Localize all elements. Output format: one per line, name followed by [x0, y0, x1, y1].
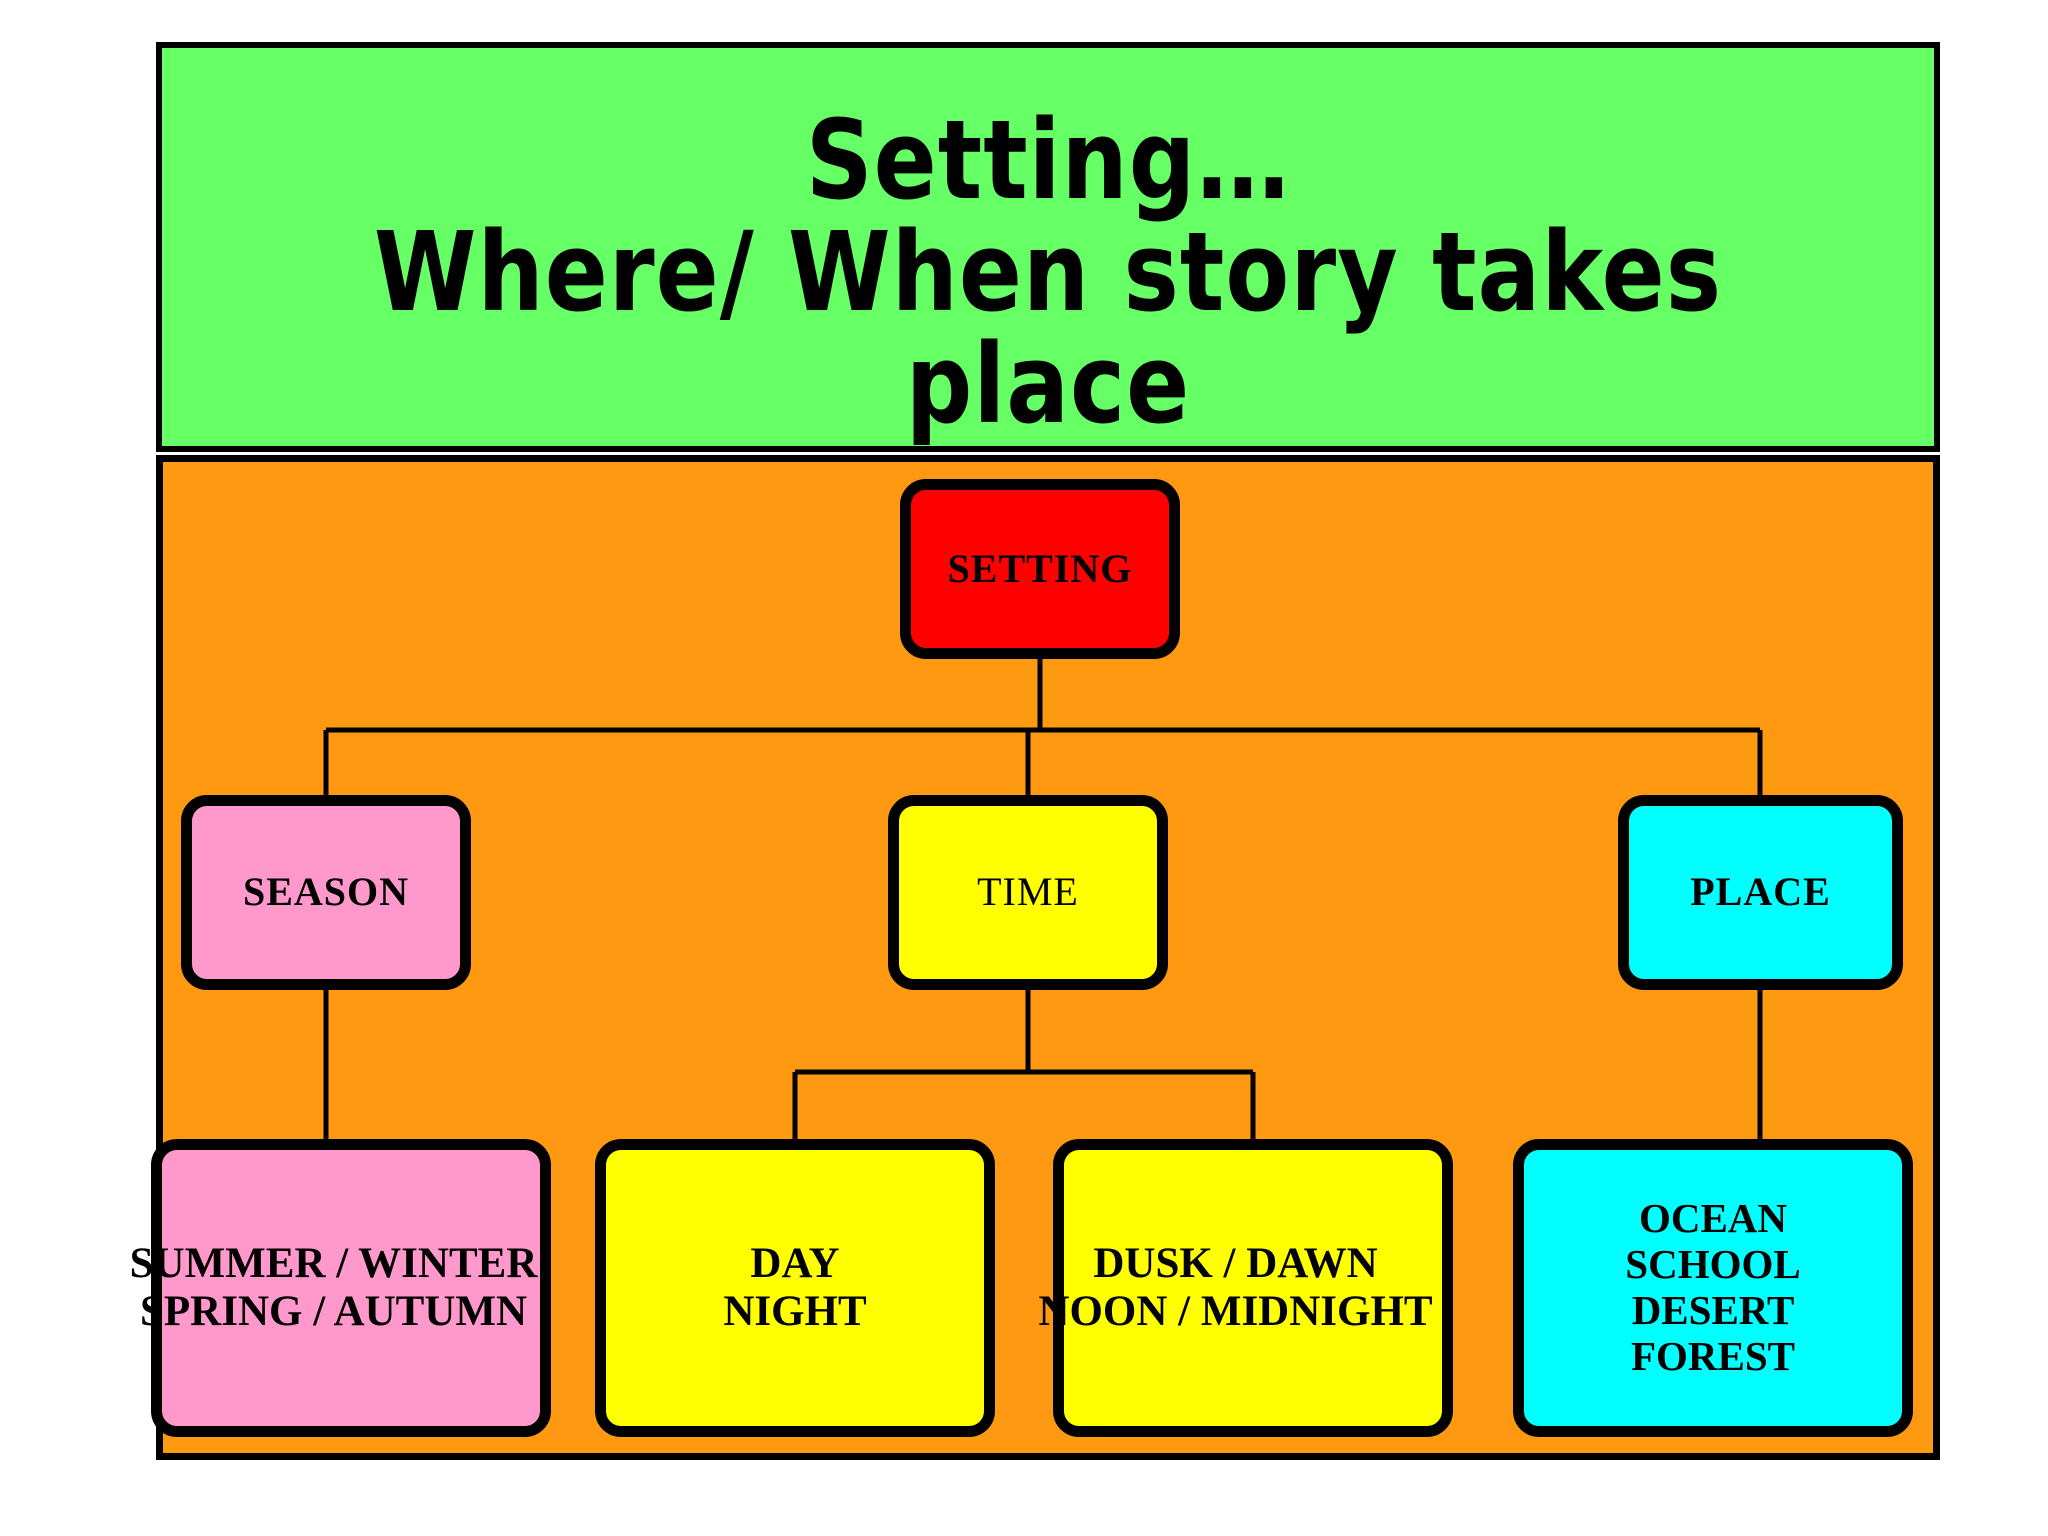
node-place-values-labels: OCEAN SCHOOL DESERT FOREST [1625, 1195, 1801, 1380]
node-setting-label: SETTING [947, 545, 1133, 591]
node-setting[interactable]: SETTING [900, 479, 1180, 659]
place-value-line-4: FOREST [1630, 1332, 1796, 1379]
node-season-values[interactable]: SUMMER / WINTER SPRING / AUTUMN [130, 1139, 551, 1437]
time-day-line-1: DAY [750, 1239, 840, 1287]
title-banner: Setting… Where/ When story takes place [156, 42, 1940, 452]
place-value-line-2: SCHOOL [1625, 1241, 1801, 1288]
time-day-line-2: NIGHT [723, 1288, 867, 1335]
node-time-dusk[interactable]: DUSK / DAWN NOON / MIDNIGHT [1038, 1139, 1453, 1437]
time-dusk-line-2: NOON / MIDNIGHT [1038, 1288, 1433, 1335]
node-time-label: TIME [977, 869, 1079, 915]
connector-lines [323, 659, 1763, 1139]
node-time[interactable]: TIME [888, 795, 1168, 990]
season-value-line-2: SPRING / AUTUMN [139, 1288, 528, 1335]
season-value-line-1: SUMMER / WINTER [129, 1239, 538, 1287]
node-place[interactable]: PLACE [1618, 795, 1903, 990]
place-value-line-3: DESERT [1631, 1287, 1795, 1333]
node-season-label: SEASON [242, 869, 410, 915]
node-time-day[interactable]: DAY NIGHT [595, 1139, 995, 1437]
page-title: Setting… Where/ When story takes place [162, 48, 1934, 440]
node-time-day-labels: DAY NIGHT [723, 1240, 866, 1336]
node-place-values[interactable]: OCEAN SCHOOL DESERT FOREST [1513, 1139, 1913, 1437]
node-time-dusk-labels: DUSK / DAWN NOON / MIDNIGHT [1029, 1240, 1442, 1336]
title-line-3: place [905, 320, 1191, 448]
place-value-line-1: OCEAN [1638, 1195, 1788, 1242]
node-season-values-labels: SUMMER / WINTER SPRING / AUTUMN [127, 1240, 540, 1336]
node-season[interactable]: SEASON [181, 795, 471, 990]
title-line-1: Setting… [805, 96, 1291, 224]
time-dusk-line-1: DUSK / DAWN [1093, 1239, 1378, 1287]
title-line-2: Where/ When story takes [373, 208, 1723, 336]
diagram-panel: SETTING SEASON TIME PLACE SUMMER / WINTE… [130, 455, 1940, 1460]
node-place-label: PLACE [1690, 869, 1831, 915]
